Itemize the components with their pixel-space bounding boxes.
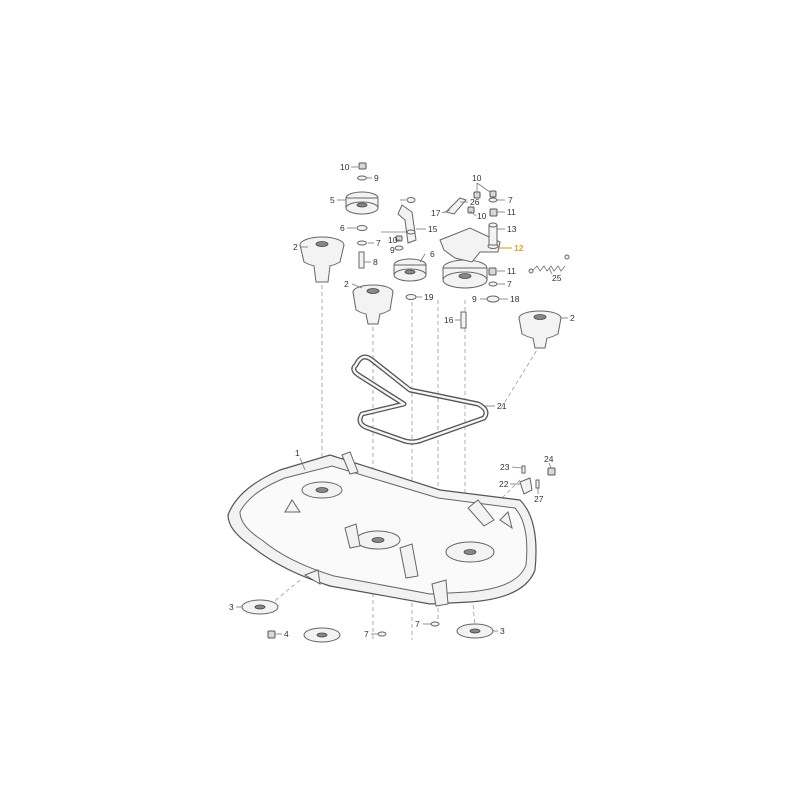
callout-21: 21 [497, 401, 507, 411]
pulley-main [442, 259, 488, 329]
spindle-right [518, 310, 562, 349]
idler-arm-12 [439, 190, 501, 303]
callout-1: 1 [295, 448, 300, 458]
deck-adjust-parts [519, 465, 556, 495]
blade-adapters [241, 599, 494, 643]
callout-8: 8 [373, 257, 378, 267]
callout-7: 7 [508, 195, 513, 205]
callout-2: 2 [570, 313, 575, 323]
callout-7: 7 [415, 619, 420, 629]
callout-labels: 10 9 5 6 7 2 8 10 9 15 6 2 19 10 7 17 26… [229, 162, 575, 639]
callout-10: 10 [472, 173, 482, 183]
callout-18: 18 [510, 294, 520, 304]
callout-17: 17 [431, 208, 441, 218]
tension-spring-25 [528, 254, 570, 274]
pulley-middle-6 [393, 258, 427, 300]
callout-16: 16 [444, 315, 454, 325]
idler-bracket-15 [394, 197, 417, 251]
callout-6: 6 [340, 223, 345, 233]
callout-9: 9 [390, 245, 395, 255]
callout-11: 11 [507, 207, 516, 217]
callout-24: 24 [544, 454, 554, 464]
callout-6: 6 [430, 249, 435, 259]
callout-12-highlighted: 12 [514, 243, 524, 253]
callout-26: 26 [470, 197, 480, 207]
drive-belt-21 [351, 354, 489, 445]
callout-2: 2 [293, 242, 298, 252]
callout-2: 2 [344, 279, 349, 289]
callout-23: 23 [500, 462, 510, 472]
callout-7: 7 [376, 238, 381, 248]
callout-19: 19 [424, 292, 434, 302]
callout-3: 3 [229, 602, 234, 612]
callout-25: 25 [552, 273, 562, 283]
callout-10: 10 [388, 235, 398, 245]
idler-pulley-stack-left [345, 162, 379, 269]
callout-leaders [236, 166, 568, 635]
callout-11: 11 [507, 266, 516, 276]
callout-22: 22 [499, 479, 509, 489]
callout-10: 10 [340, 162, 350, 172]
callout-5: 5 [330, 195, 335, 205]
spindle-left [299, 236, 345, 283]
callout-27: 27 [534, 494, 544, 504]
callout-9: 9 [472, 294, 477, 304]
callout-9: 9 [374, 173, 379, 183]
callout-10: 10 [477, 211, 487, 221]
callout-7: 7 [364, 629, 369, 639]
callout-15: 15 [428, 224, 438, 234]
callout-13: 13 [507, 224, 517, 234]
callout-7: 7 [507, 279, 512, 289]
spindle-middle [352, 284, 394, 325]
callout-4: 4 [284, 629, 289, 639]
callout-3: 3 [500, 626, 505, 636]
mower-deck-1 [227, 451, 537, 607]
